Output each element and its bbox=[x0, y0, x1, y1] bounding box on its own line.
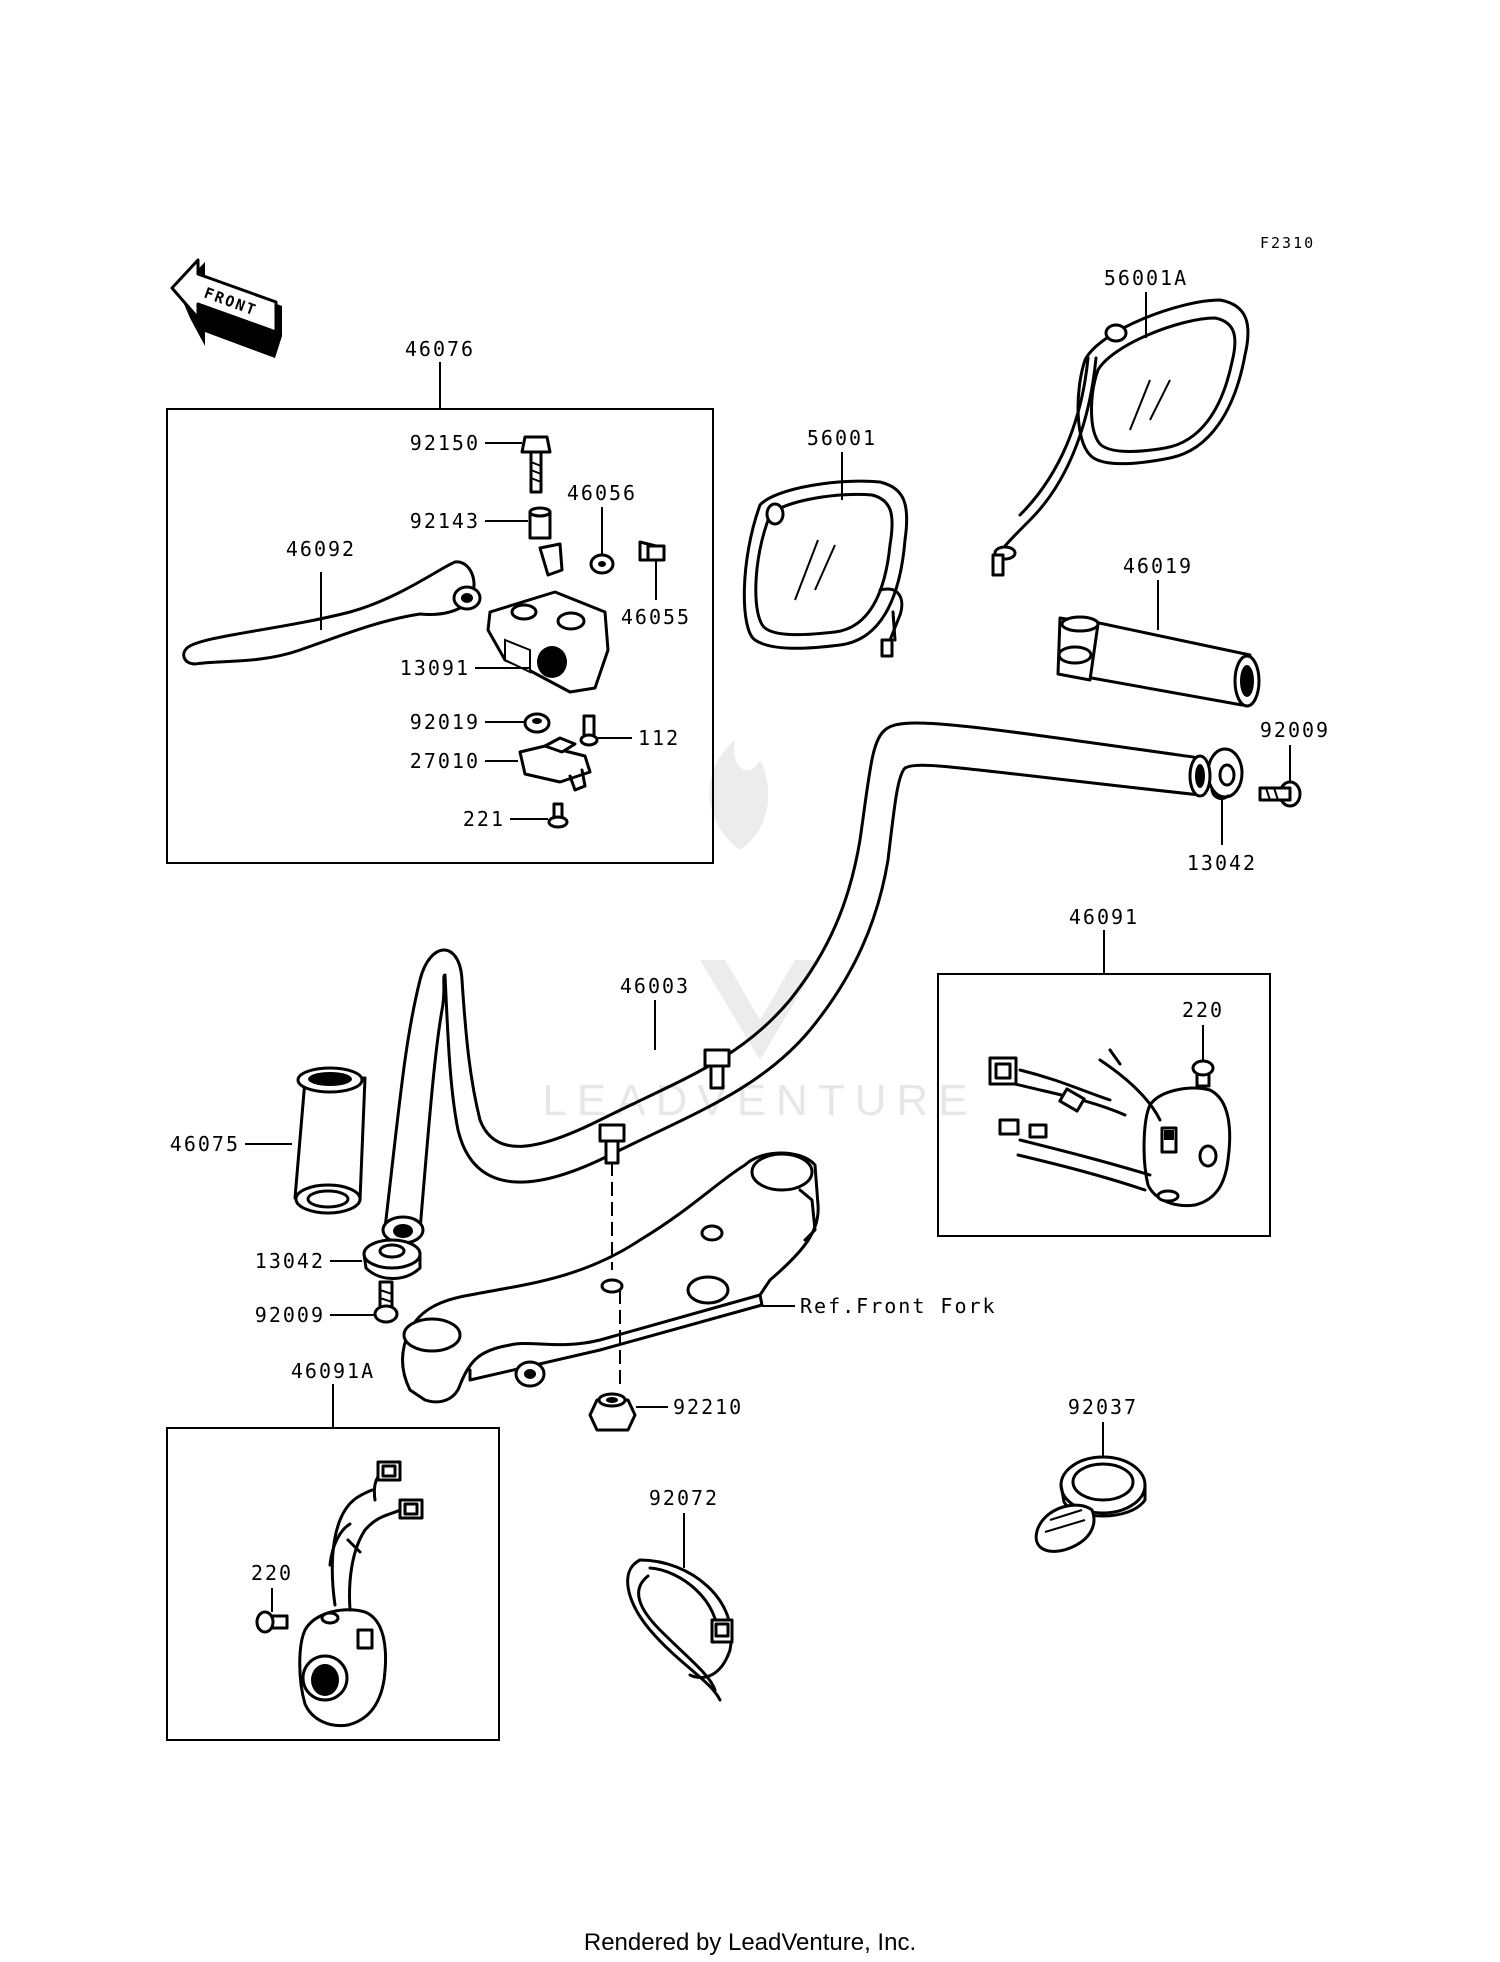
callout-46091A: 46091A bbox=[291, 1359, 375, 1383]
switch-right-group: 46091 220 bbox=[937, 905, 1271, 1237]
part-220-screw-left bbox=[255, 1610, 289, 1634]
part-46092-lever bbox=[182, 560, 482, 666]
callout-220-right: 220 bbox=[1182, 998, 1224, 1022]
part-92143-collar bbox=[528, 506, 552, 540]
part-92009-screw-right bbox=[1258, 780, 1302, 808]
part-92150-bolt bbox=[520, 435, 552, 494]
callout-221: 221 bbox=[463, 807, 505, 831]
callout-92019: 92019 bbox=[410, 710, 480, 734]
callout-13042-right: 13042 bbox=[1187, 851, 1257, 875]
callout-92037: 92037 bbox=[1068, 1395, 1138, 1419]
part-13042-bar-end-weight-left bbox=[362, 1238, 422, 1280]
part-46091-switch-housing bbox=[988, 1048, 1232, 1208]
part-220-screw-right bbox=[1191, 1059, 1215, 1088]
callout-27010: 27010 bbox=[410, 749, 480, 773]
part-46056-nut bbox=[589, 553, 615, 575]
part-46003-handlebar bbox=[381, 721, 1212, 1245]
callout-112: 112 bbox=[638, 726, 680, 750]
callout-46091: 46091 bbox=[1069, 905, 1139, 929]
callout-92009-left: 92009 bbox=[255, 1303, 325, 1327]
part-27010-switch bbox=[518, 736, 592, 792]
front-direction-arrow: FRONT bbox=[170, 258, 282, 358]
footer-credit: Rendered by LeadVenture, Inc. bbox=[584, 1929, 916, 1956]
callout-92072: 92072 bbox=[649, 1486, 719, 1510]
callout-56001A: 56001A bbox=[1104, 266, 1188, 290]
part-92210-nut bbox=[588, 1392, 637, 1432]
callout-13042-left: 13042 bbox=[255, 1249, 325, 1273]
lever-assembly-group: 46076 92150 92143 46056 46055 bbox=[166, 337, 714, 864]
callout-92143: 92143 bbox=[410, 509, 480, 533]
callout-46056: 46056 bbox=[567, 481, 637, 505]
part-13091-lever-bracket bbox=[486, 542, 610, 694]
callout-46003: 46003 bbox=[620, 974, 690, 998]
callout-46019: 46019 bbox=[1123, 554, 1193, 578]
part-56001A-mirror-right bbox=[991, 298, 1250, 577]
part-92019-nut bbox=[523, 712, 551, 734]
watermark-text: LEADVENTURE bbox=[542, 1076, 977, 1125]
part-46075-grip-left bbox=[293, 1066, 367, 1215]
part-92072-cable-band bbox=[626, 1558, 734, 1702]
callout-220-left: 220 bbox=[251, 1561, 293, 1585]
front-fork-upper-bracket bbox=[401, 1151, 820, 1404]
part-46019-throttle-grip bbox=[1056, 615, 1261, 708]
callout-46075: 46075 bbox=[170, 1132, 240, 1156]
part-56001-mirror-left bbox=[742, 479, 909, 658]
callout-92210: 92210 bbox=[673, 1395, 743, 1419]
callout-56001: 56001 bbox=[807, 426, 877, 450]
callout-46092: 46092 bbox=[286, 537, 356, 561]
callout-46055: 46055 bbox=[621, 605, 691, 629]
part-92037-clamp bbox=[1034, 1455, 1147, 1553]
callout-92150: 92150 bbox=[410, 431, 480, 455]
part-46091A-switch-housing bbox=[298, 1460, 424, 1728]
callout-13091: 13091 bbox=[400, 656, 470, 680]
callout-92009-right: 92009 bbox=[1260, 718, 1330, 742]
part-221-screw bbox=[547, 802, 569, 829]
switch-left-group: 46091A 220 bbox=[166, 1359, 500, 1741]
part-46055-screw bbox=[638, 540, 666, 562]
part-13042-bar-end-weight-right bbox=[1206, 747, 1244, 800]
part-112-bolt bbox=[579, 714, 599, 747]
part-92009-screw-left bbox=[373, 1280, 399, 1324]
figure-code: F2310 bbox=[1260, 234, 1315, 252]
callout-46076: 46076 bbox=[405, 337, 475, 361]
reference-front-fork: Ref.Front Fork bbox=[800, 1294, 997, 1318]
watermark: LEADVENTURE bbox=[542, 740, 977, 1125]
